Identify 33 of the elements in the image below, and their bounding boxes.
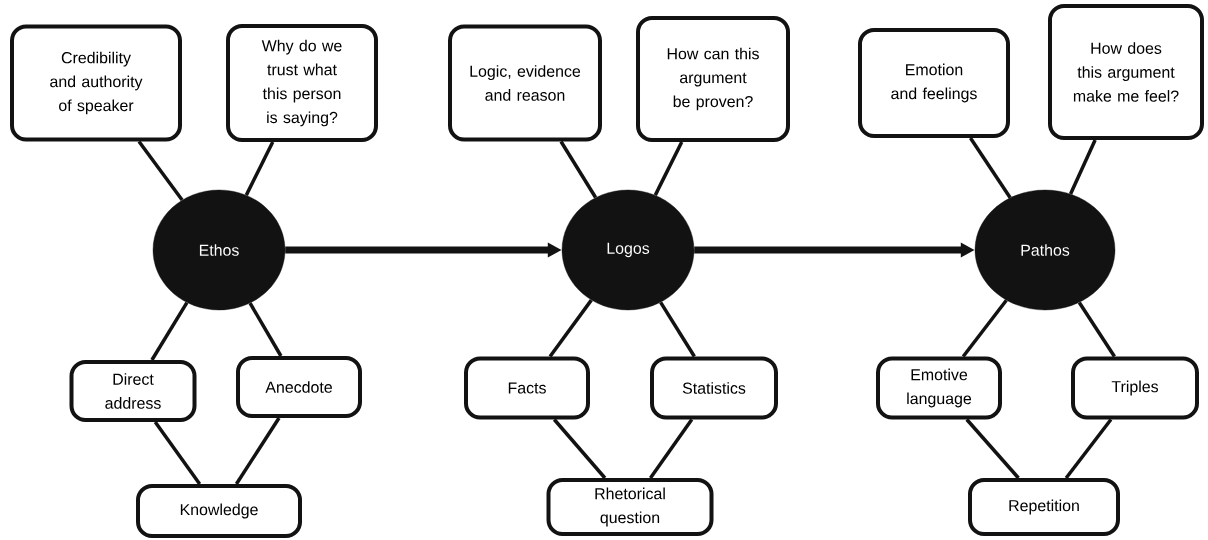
text-box: Emotion and feelings: [858, 28, 1010, 138]
text-box: Anecdote: [236, 356, 362, 418]
connector-line: [1068, 139, 1097, 195]
text-box: How can this argument be proven?: [636, 16, 790, 142]
connector-line: [1064, 418, 1113, 480]
text-box: Credibility and authority of speaker: [10, 24, 182, 142]
connector-line: [552, 418, 607, 480]
text-box: Logic, evidence and reason: [448, 24, 602, 142]
connector-line: [969, 137, 1012, 199]
connector-line: [961, 299, 1008, 358]
connector-line: [559, 140, 598, 199]
text-box: Triples: [1071, 356, 1199, 420]
connector-line: [659, 301, 696, 358]
connector-line: [248, 302, 283, 357]
text-box: Why do we trust what this person is saying?: [226, 24, 378, 142]
connector-line: [1077, 301, 1116, 358]
text-box: Statistics: [650, 356, 778, 420]
text-box: Direct address: [69, 360, 197, 422]
connector-line: [153, 420, 202, 485]
connector-line: [965, 418, 1020, 480]
text-box: Knowledge: [136, 484, 302, 538]
connector-line: [234, 417, 281, 485]
connector-line: [150, 301, 189, 361]
connector-line: [137, 140, 184, 202]
connector-line: [649, 418, 694, 479]
text-box: How does this argument make me feel?: [1048, 4, 1204, 140]
text-box: Rhetorical question: [546, 478, 714, 536]
connector-line: [548, 299, 593, 358]
connector-line: [244, 141, 275, 196]
connector-line: [653, 141, 684, 196]
text-box: Emotive language: [876, 356, 1002, 420]
text-box: Repetition: [968, 478, 1120, 536]
text-box: Facts: [464, 356, 590, 420]
